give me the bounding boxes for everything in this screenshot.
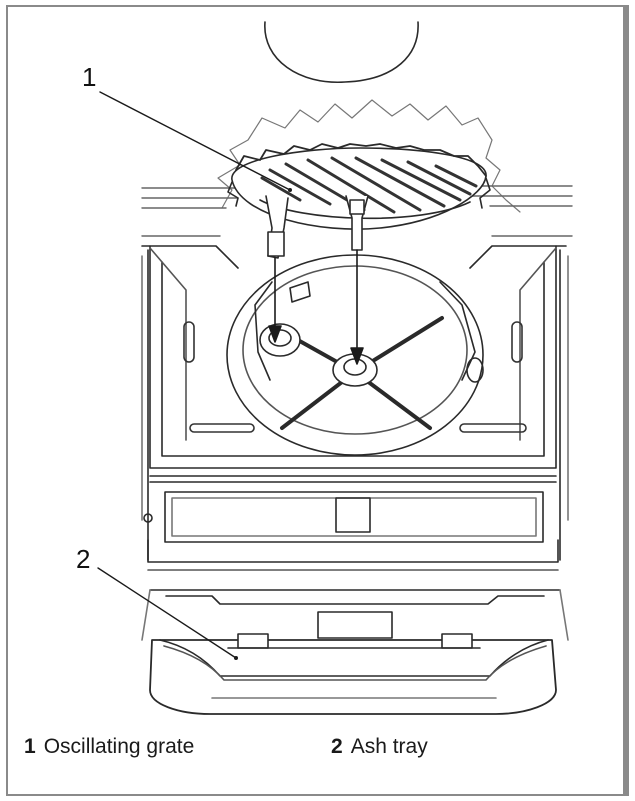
legend-label: Ash tray [350, 735, 428, 758]
callout-1-leader [99, 91, 291, 191]
legend-item-ash-tray: 2 Ash tray [331, 736, 428, 757]
insertion-arrows [268, 249, 364, 365]
legend-label: Oscillating grate [43, 735, 195, 758]
legend-item-oscillating-grate: 1 Oscillating grate [24, 736, 194, 757]
grate-recess [226, 254, 484, 456]
ash-tray-drawing [149, 633, 557, 715]
legend-number: 2 [331, 735, 343, 758]
lower-body [141, 491, 569, 641]
oscillating-grate [227, 143, 491, 230]
callout-2: 2 [76, 544, 91, 574]
dome-outline [264, 21, 419, 83]
legend-number: 1 [24, 735, 36, 758]
callout-2-leader [97, 567, 237, 659]
firebox-body [141, 245, 569, 561]
mounting-pins [265, 195, 369, 259]
side-rails [141, 185, 573, 237]
cutout-edge [217, 99, 521, 213]
slots [183, 321, 527, 433]
callout-1: 1 [82, 62, 97, 92]
